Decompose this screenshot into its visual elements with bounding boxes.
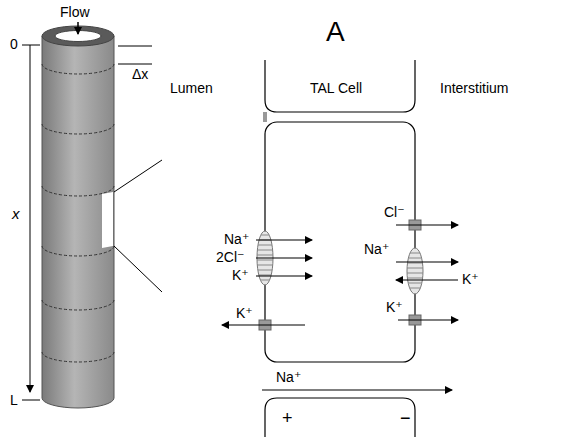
segment-line <box>42 64 114 74</box>
segment-lines <box>42 64 114 362</box>
zoom-patch <box>102 192 113 248</box>
ion-arrow <box>396 279 458 280</box>
pump-stripes <box>405 253 425 288</box>
cell-label: TAL Cell <box>310 80 362 96</box>
charge-sign: − <box>400 408 411 429</box>
ion-label: Cl⁻ <box>384 204 405 220</box>
stripe <box>405 283 425 284</box>
ion-label: Na⁺ <box>276 369 301 385</box>
lower-cell <box>265 398 415 437</box>
axis-label: L <box>10 392 18 408</box>
stripe <box>255 270 275 271</box>
ion-arrow <box>262 389 452 390</box>
stripe <box>405 288 425 289</box>
delta-line <box>118 46 152 47</box>
stripe <box>405 273 425 274</box>
stripe <box>405 253 425 254</box>
flow-label: Flow <box>60 4 90 20</box>
stripe <box>255 245 275 246</box>
ion-arrow <box>222 324 305 325</box>
stripe <box>255 280 275 281</box>
ion-arrow <box>256 239 312 240</box>
ion-label: Na⁺ <box>364 241 389 257</box>
segment-line <box>42 352 114 362</box>
ion-arrow <box>396 261 458 262</box>
axis-tick <box>22 400 40 401</box>
stripe <box>255 260 275 261</box>
ion-arrow <box>398 319 458 320</box>
ion-label: K⁺ <box>462 271 479 287</box>
zoom-line <box>114 160 162 192</box>
axis-label: x <box>12 205 20 222</box>
pump <box>407 248 423 294</box>
stripe <box>405 268 425 269</box>
stripe <box>255 255 275 256</box>
upper-cell <box>265 60 415 112</box>
charge-sign: + <box>282 408 293 429</box>
ion-label: K⁺ <box>232 267 249 283</box>
ion-label: Na⁺ <box>224 231 249 247</box>
stripe <box>405 258 425 259</box>
axis-arrow <box>30 45 31 392</box>
segment-line <box>42 300 114 310</box>
stripe <box>405 278 425 279</box>
axis-tick <box>22 45 40 46</box>
stripe <box>255 265 275 266</box>
region-label: Lumen <box>170 80 213 96</box>
zoom-line <box>114 246 162 292</box>
stripe <box>255 275 275 276</box>
stripe <box>405 263 425 264</box>
flow-arrow <box>77 22 79 34</box>
ion-arrow <box>256 275 312 276</box>
stripe <box>255 250 275 251</box>
stripe <box>255 235 275 236</box>
segment-label: Δx <box>132 66 148 82</box>
axis-label: 0 <box>10 36 18 52</box>
segment-line <box>42 124 114 134</box>
delta-line <box>118 64 152 65</box>
region-label: Interstitium <box>440 80 508 96</box>
ion-arrow <box>396 224 458 225</box>
ion-label: 2Cl⁻ <box>216 249 244 265</box>
panel-letter: A <box>326 16 345 48</box>
ion-label: K⁺ <box>236 305 253 321</box>
ion-label: K⁺ <box>386 299 403 315</box>
tal-cell <box>265 122 415 362</box>
tight-junction <box>263 112 267 122</box>
ion-arrow <box>256 257 312 258</box>
tubule-body <box>42 36 114 408</box>
